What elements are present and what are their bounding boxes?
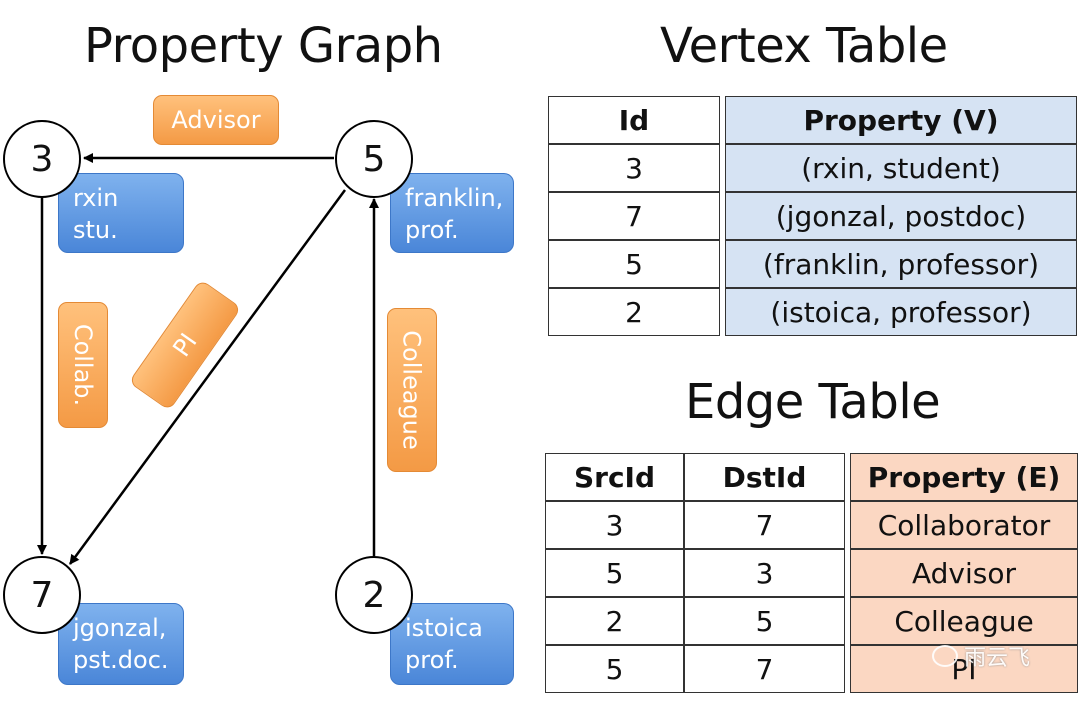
table-row: 2 5 Colleague bbox=[545, 597, 1078, 645]
edge-prop-cell: Collaborator bbox=[850, 501, 1078, 549]
edge-label-colleague-text: Colleague bbox=[398, 330, 426, 450]
edge-dst-cell: 7 bbox=[684, 501, 845, 549]
edge-src-cell: 5 bbox=[545, 549, 684, 597]
edge-label-colleague: Colleague bbox=[387, 308, 437, 472]
edge-prop-cell: Colleague bbox=[850, 597, 1078, 645]
vertex-label-3: rxin stu. bbox=[58, 173, 184, 253]
edge-table-header: SrcId DstId Property (E) bbox=[545, 453, 1078, 501]
vertex-node-2: 2 bbox=[335, 556, 413, 634]
vertex-id-cell: 7 bbox=[548, 192, 720, 240]
vertex-prop-cell: (jgonzal, postdoc) bbox=[725, 192, 1077, 240]
edge-label-collab-text: Collab. bbox=[69, 323, 98, 407]
edge-src-cell: 3 bbox=[545, 501, 684, 549]
vertex-id-cell: 2 bbox=[548, 288, 720, 336]
edge-label-collab: Collab. bbox=[58, 302, 108, 428]
edge-prop-cell: PI bbox=[850, 645, 1078, 693]
edge-col-dst: DstId bbox=[684, 453, 845, 501]
vertex-table-header: Id Property (V) bbox=[548, 96, 1077, 144]
vertex-id-cell: 3 bbox=[548, 144, 720, 192]
table-row: 3 (rxin, student) bbox=[548, 144, 1077, 192]
vertex-node-3: 3 bbox=[3, 120, 81, 198]
vertex-col-property: Property (V) bbox=[725, 96, 1077, 144]
vertex-prop-cell: (franklin, professor) bbox=[725, 240, 1077, 288]
vertex-col-id: Id bbox=[548, 96, 720, 144]
table-row: 5 7 PI bbox=[545, 645, 1078, 693]
vertex-label-2: istoica prof. bbox=[390, 603, 514, 685]
edge-5-7 bbox=[68, 189, 347, 565]
graph-title: Property Graph bbox=[84, 18, 443, 74]
table-row: 2 (istoica, professor) bbox=[548, 288, 1077, 336]
table-row: 5 3 Advisor bbox=[545, 549, 1078, 597]
vertex-id-cell: 5 bbox=[548, 240, 720, 288]
edge-prop-cell: Advisor bbox=[850, 549, 1078, 597]
vertex-table-title: Vertex Table bbox=[660, 18, 948, 74]
edge-dst-cell: 3 bbox=[684, 549, 845, 597]
vertex-prop-cell: (istoica, professor) bbox=[725, 288, 1077, 336]
watermark: 雨云飞 bbox=[932, 640, 1030, 672]
watermark-text: 雨云飞 bbox=[964, 646, 1031, 671]
edge-src-cell: 2 bbox=[545, 597, 684, 645]
edge-col-property: Property (E) bbox=[850, 453, 1078, 501]
edge-dst-cell: 7 bbox=[684, 645, 845, 693]
table-row: 7 (jgonzal, postdoc) bbox=[548, 192, 1077, 240]
vertex-node-7: 7 bbox=[3, 556, 81, 634]
vertex-label-7: jgonzal, pst.doc. bbox=[58, 603, 184, 685]
edge-col-src: SrcId bbox=[545, 453, 684, 501]
edge-dst-cell: 5 bbox=[684, 597, 845, 645]
table-row: 5 (franklin, professor) bbox=[548, 240, 1077, 288]
edge-label-advisor: Advisor bbox=[153, 95, 279, 145]
edge-table: SrcId DstId Property (E) 3 7 Collaborato… bbox=[545, 453, 1078, 693]
edge-table-title: Edge Table bbox=[685, 374, 941, 430]
table-row: 3 7 Collaborator bbox=[545, 501, 1078, 549]
vertex-table: Id Property (V) 3 (rxin, student) 7 (jgo… bbox=[548, 96, 1077, 336]
vertex-prop-cell: (rxin, student) bbox=[725, 144, 1077, 192]
vertex-label-5: franklin, prof. bbox=[390, 173, 514, 253]
edge-src-cell: 5 bbox=[545, 645, 684, 693]
vertex-node-5: 5 bbox=[335, 120, 413, 198]
wechat-icon bbox=[932, 645, 958, 667]
